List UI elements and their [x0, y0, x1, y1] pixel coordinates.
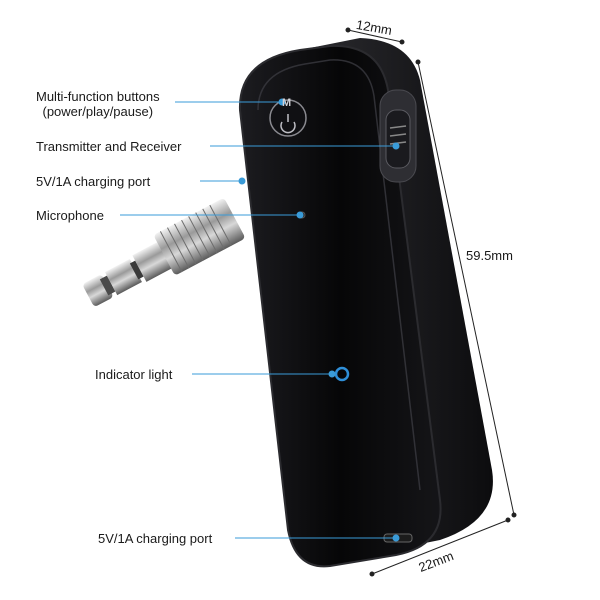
- label-charging-port-top: 5V/1A charging port: [36, 174, 151, 189]
- transmitter-receiver-switch: [379, 89, 417, 183]
- label-multi-function-line2: (power/play/pause): [42, 104, 154, 119]
- multi-function-button: [269, 99, 307, 137]
- indicator-light: [334, 366, 350, 382]
- label-indicator-light: Indicator light: [95, 367, 173, 382]
- dimension-height: 59.5mm: [466, 248, 513, 263]
- label-transmitter-receiver: Transmitter and Receiver: [36, 139, 182, 154]
- callout-lines: [120, 98, 400, 542]
- label-multi-function: Multi-function buttons (power/play/pause…: [36, 89, 160, 119]
- label-multi-function-line1: Multi-function buttons: [36, 89, 160, 104]
- label-charging-port-bottom: 5V/1A charging port: [98, 531, 213, 546]
- button-glyph-m: M: [282, 97, 292, 109]
- audio-jack: [83, 198, 245, 306]
- label-microphone: Microphone: [36, 208, 104, 223]
- dimension-lines: [345, 27, 517, 577]
